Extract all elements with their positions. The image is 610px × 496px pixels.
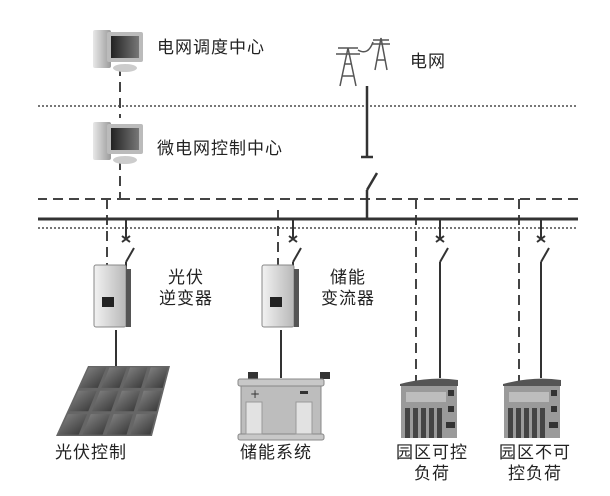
pv-control-label: 光伏控制 [55,443,127,463]
controllable-load-label-line2: 负荷 [414,464,450,485]
pv-inverter-icon [93,264,131,328]
load2-branch-switch [536,219,550,378]
pv-inverter-label-line2: 逆变器 [159,289,213,310]
solar-cell [58,414,88,435]
solar-cell [144,367,168,388]
solar-cell [130,414,156,435]
power-grid-label: 电网 [410,52,446,72]
controllable-load-building-icon [400,378,458,438]
load1-branch-switch [435,219,449,378]
microgrid-control-center-label: 微电网控制中心 [157,139,283,159]
dispatch-computer-icon [93,30,143,72]
storage-converter-label: 储能 变流器 [320,268,376,311]
grid-switch-blade [365,172,379,191]
storage-branch-switch [288,219,302,272]
solar-cell [137,390,162,412]
pv-inverter-label: 光伏 逆变器 [158,268,214,311]
solar-cell [69,390,97,412]
comm-control-to-bus [38,160,121,200]
solar-cell [114,390,141,412]
svg-text:+: + [250,387,260,401]
control-computer-icon [93,122,143,164]
pv-inverter-label-line1: 光伏 [168,268,204,288]
grid-dispatch-center-label: 电网调度中心 [157,38,265,58]
solar-cell [106,414,133,435]
uncontrollable-load-label-line2: 控负荷 [508,464,562,485]
storage-converter-label-line1: 储能 [330,268,366,288]
storage-converter-label-line2: 变流器 [321,289,375,310]
uncontrollable-load-label-line1: 园区不可 [499,443,571,463]
uncontrollable-load-label: 园区不可 控负荷 [495,443,575,486]
solar-cell [91,390,119,412]
solar-cell [82,414,111,435]
battery-icon: + [237,372,330,441]
controllable-load-label: 园区可控 负荷 [392,443,472,486]
transmission-tower-icon [336,37,390,87]
solar-cell [101,367,127,388]
controllable-load-label-line1: 园区可控 [396,443,468,463]
storage-converter-icon [261,264,299,328]
solar-cell [122,367,148,388]
pv-branch-switch [121,219,135,272]
solar-cell [79,367,107,388]
storage-system-label: 储能系统 [240,443,312,463]
uncontrollable-load-building-icon [503,378,561,438]
solar-panel-icon [56,366,170,436]
